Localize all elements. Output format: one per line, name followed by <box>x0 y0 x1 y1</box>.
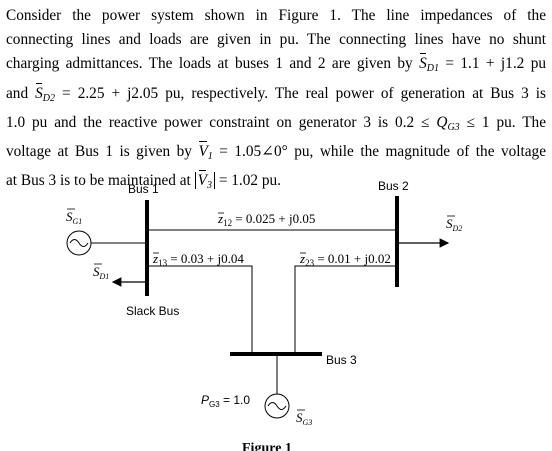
sg3-label: SG3 <box>296 410 312 427</box>
line-2-3 <box>294 265 397 354</box>
pg3-label: PG3 = 1.0 <box>201 393 250 409</box>
problem-line-6-text: voltage at Bus 1 is given by <box>6 143 199 161</box>
problem-line-7: at Bus 3 is to be maintained at V3 = 1.0… <box>6 169 546 198</box>
sd2-label: SD2 <box>446 216 462 233</box>
qg3-constraint: ≤ 1 pu. The <box>459 113 546 131</box>
v3-symbol: V <box>198 169 207 193</box>
problem-statement: Consider the power system shown in Figur… <box>6 4 546 198</box>
v3-magnitude: V3 <box>194 170 215 192</box>
problem-line-2: connecting lines and loads are given in … <box>6 31 546 49</box>
v3-value: = 1.02 pu. <box>215 172 281 190</box>
generator-3-wave <box>267 402 287 410</box>
v3-subscript: 3 <box>207 180 212 192</box>
bus-3-label: Bus 3 <box>326 353 357 367</box>
sg1-label: SG1 <box>66 209 82 226</box>
z23-label: z23 = 0.01 + j0.02 <box>299 251 391 268</box>
load-sd1-value: = 1.1 + j1.2 pu <box>438 55 546 73</box>
v1-symbol: V <box>198 140 208 164</box>
problem-line-7-text: at Bus 3 is to be maintained at <box>6 172 195 190</box>
load-sd1-subscript: D1 <box>426 63 439 75</box>
v1-value: = 1.05∠0° pu, while the magnitude of the… <box>212 143 546 161</box>
qg3-subscript: G3 <box>447 121 460 133</box>
problem-line-5: 1.0 pu and the reactive power constraint… <box>6 111 546 140</box>
line-1-3 <box>147 265 253 354</box>
figure-caption: Figure 1 <box>242 441 292 451</box>
generator-1-wave <box>69 239 89 247</box>
problem-line-6: voltage at Bus 1 is given by V1 = 1.05∠0… <box>6 140 546 169</box>
problem-line-3-text: charging admittances. The loads at buses… <box>6 55 420 73</box>
v1-subscript: 1 <box>207 151 213 163</box>
z12-label: z12 = 0.025 + j0.05 <box>217 211 315 228</box>
generator-1-symbol <box>66 230 92 256</box>
problem-line-4-text: and <box>6 84 36 102</box>
load-sd1-symbol: S <box>419 52 427 76</box>
load-sd2-value: = 2.25 + j2.05 pu, respectively. The rea… <box>55 84 546 102</box>
z13-label: z13 = 0.03 + j0.04 <box>152 251 244 268</box>
problem-line-4: and SD2 = 2.25 + j2.05 pu, respectively.… <box>6 82 546 111</box>
slack-bus-label: Slack Bus <box>126 304 179 318</box>
problem-line-5-text: 1.0 pu and the reactive power constraint… <box>6 113 437 131</box>
problem-line-3: charging admittances. The loads at buses… <box>6 52 546 81</box>
load-sd2-symbol: S <box>35 82 43 106</box>
load-sd2-subscript: D2 <box>42 92 56 104</box>
generator-3-symbol <box>264 393 290 419</box>
problem-line-1: Consider the power system shown in Figur… <box>6 7 546 24</box>
qg3-symbol: Q <box>436 113 448 131</box>
sd1-label: SD1 <box>93 264 109 281</box>
